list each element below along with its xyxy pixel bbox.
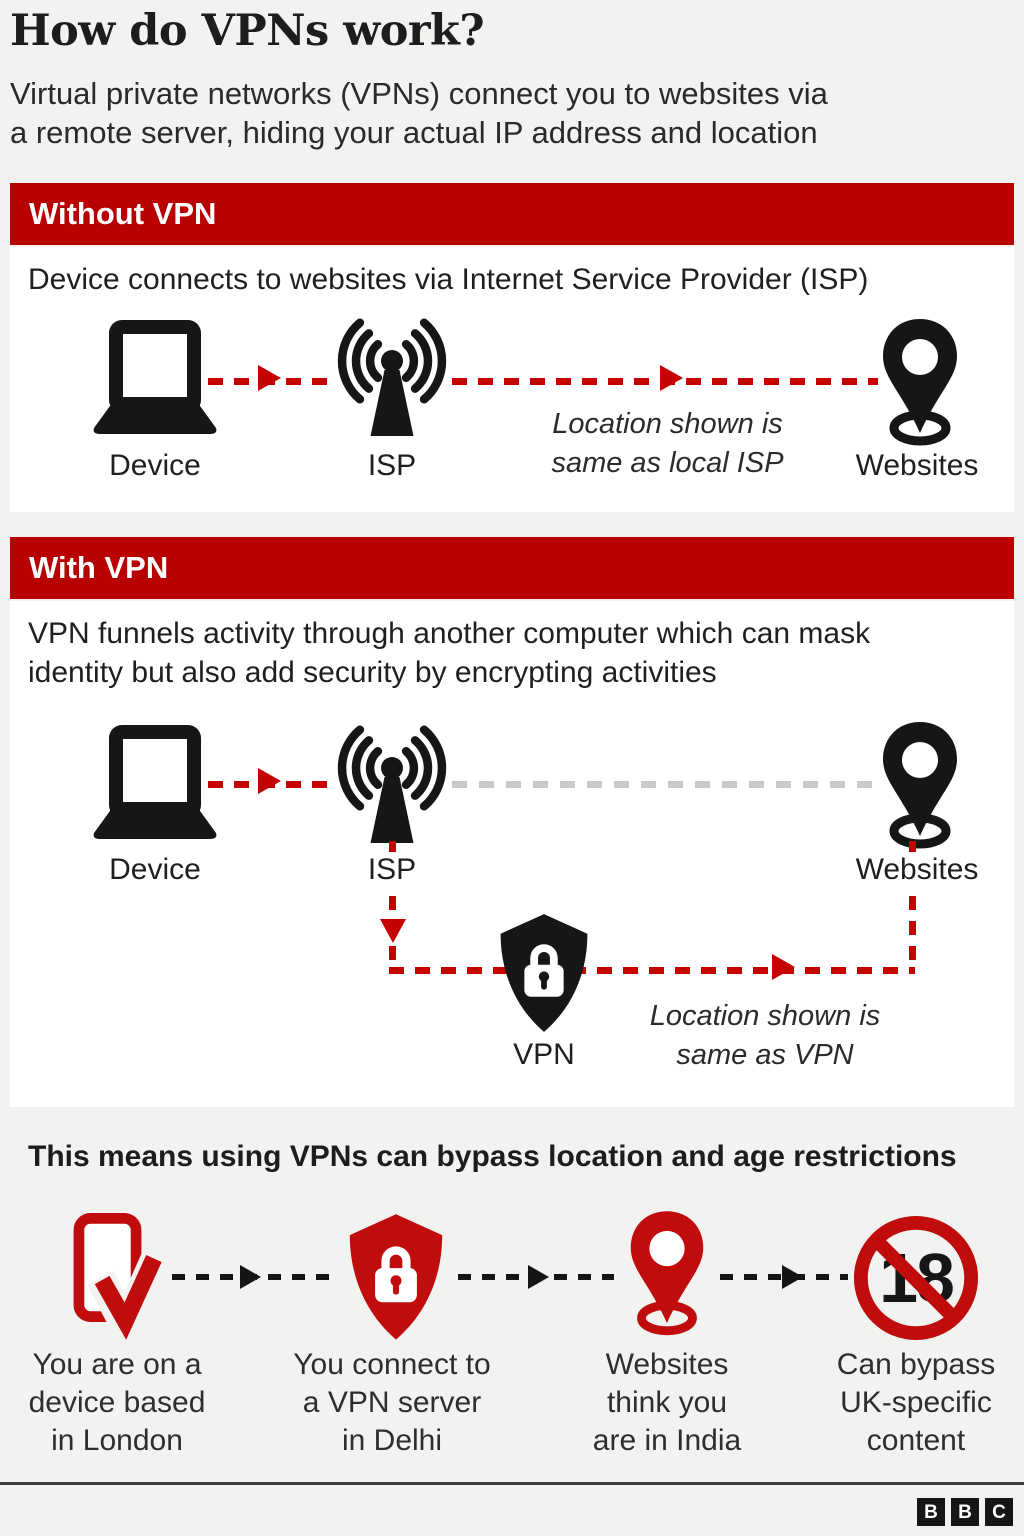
with-vpn-banner-label: With VPN: [29, 550, 169, 585]
websites-label: Websites: [855, 853, 979, 886]
caption-line: You connect to: [293, 1348, 491, 1381]
caption-line: content: [866, 1424, 966, 1457]
isp-label: ISP: [367, 449, 417, 482]
step-3-4-arrowhead: [782, 1265, 803, 1289]
location-note-line-1: Location shown is: [649, 1000, 881, 1032]
device-to-isp-arrowhead: [258, 768, 281, 794]
caption-line: Can bypass: [836, 1348, 996, 1381]
caption-line: a VPN server: [302, 1386, 482, 1419]
step-2-3-arrowhead: [528, 1265, 549, 1289]
websites-pin-icon: [883, 319, 957, 446]
location-note-line-2: same as VPN: [676, 1039, 854, 1071]
laptop-icon: [93, 725, 217, 839]
vpn-to-websites-dashed-line: [389, 967, 915, 974]
device-to-isp-arrowhead: [258, 365, 281, 391]
shield-lock-icon: [349, 1214, 443, 1340]
with-vpn-description: VPN funnels activity through another com…: [28, 614, 870, 692]
websites-up-dashed-line: [909, 896, 916, 967]
bypass-heading: This means using VPNs can bypass locatio…: [28, 1140, 957, 1173]
step-1-2-arrowhead: [240, 1265, 261, 1289]
caption-line: are in India: [592, 1424, 742, 1457]
isp-label: ISP: [367, 853, 417, 886]
phone-check-icon: [73, 1213, 170, 1348]
with-vpn-banner: With VPN: [10, 537, 1014, 599]
with-vpn-description-line-1: VPN funnels activity through another com…: [28, 617, 871, 650]
isp-down-dashed-segment: [389, 841, 396, 852]
location-pin-icon: [630, 1211, 704, 1336]
step-caption-uk-content: Can bypass UK-specific content: [801, 1346, 1024, 1460]
step-caption-vpn-delhi: You connect to a VPN server in Delhi: [277, 1346, 507, 1460]
isp-antenna-icon: [337, 318, 447, 436]
bbc-logo-block-b1: B: [917, 1498, 945, 1526]
without-vpn-description: Device connects to websites via Internet…: [28, 263, 869, 296]
page-title: How do VPNs work?: [10, 6, 485, 56]
isp-antenna-icon: [337, 725, 447, 843]
footer-divider: [0, 1482, 1024, 1485]
websites-label: Websites: [855, 449, 979, 482]
with-vpn-panel: VPN funnels activity through another com…: [10, 601, 1014, 1107]
caption-line: Websites: [605, 1348, 729, 1381]
subtitle-line-1: Virtual private networks (VPNs) connect …: [10, 76, 828, 111]
age-18-ban-icon: 18: [852, 1214, 980, 1342]
location-note-line-1: Location shown is: [552, 408, 783, 440]
isp-to-websites-arrowhead: [660, 365, 683, 391]
isp-down-arrowhead: [380, 919, 406, 943]
caption-line: device based: [28, 1386, 206, 1419]
location-note: Location shown is same as VPN: [640, 997, 890, 1075]
caption-line: UK-specific: [840, 1386, 992, 1419]
vpn-shield-lock-icon: [500, 914, 588, 1032]
isp-to-websites-unused-dashed-line: [452, 781, 878, 788]
laptop-icon: [93, 320, 217, 434]
page-subtitle: Virtual private networks (VPNs) connect …: [10, 74, 828, 152]
step-caption-london: You are on a device based in London: [2, 1346, 232, 1460]
device-label: Device: [109, 853, 201, 886]
subtitle-line-2: a remote server, hiding your actual IP a…: [10, 115, 818, 150]
without-vpn-panel: Device connects to websites via Internet…: [10, 247, 1014, 512]
prohibition-circle-icon: [853, 1215, 979, 1341]
caption-line: think you: [606, 1386, 728, 1419]
without-vpn-banner: Without VPN: [10, 183, 1014, 245]
caption-line: in Delhi: [341, 1424, 443, 1457]
device-label: Device: [109, 449, 201, 482]
websites-up-dashed-segment: [909, 841, 916, 852]
without-vpn-banner-label: Without VPN: [29, 196, 217, 231]
location-note: Location shown is same as local ISP: [535, 405, 800, 483]
location-note-line-2: same as local ISP: [551, 447, 784, 479]
step-caption-india: Websites think you are in India: [552, 1346, 782, 1460]
with-vpn-description-line-2: identity but also add security by encryp…: [28, 656, 717, 689]
caption-line: in London: [51, 1424, 183, 1457]
vpn-to-websites-arrowhead: [772, 954, 795, 980]
caption-line: You are on a: [32, 1348, 202, 1381]
websites-pin-icon: [883, 722, 957, 849]
bbc-logo-block-b2: B: [951, 1498, 979, 1526]
bbc-logo-block-c: C: [985, 1498, 1013, 1526]
vpn-label: VPN: [513, 1038, 575, 1071]
